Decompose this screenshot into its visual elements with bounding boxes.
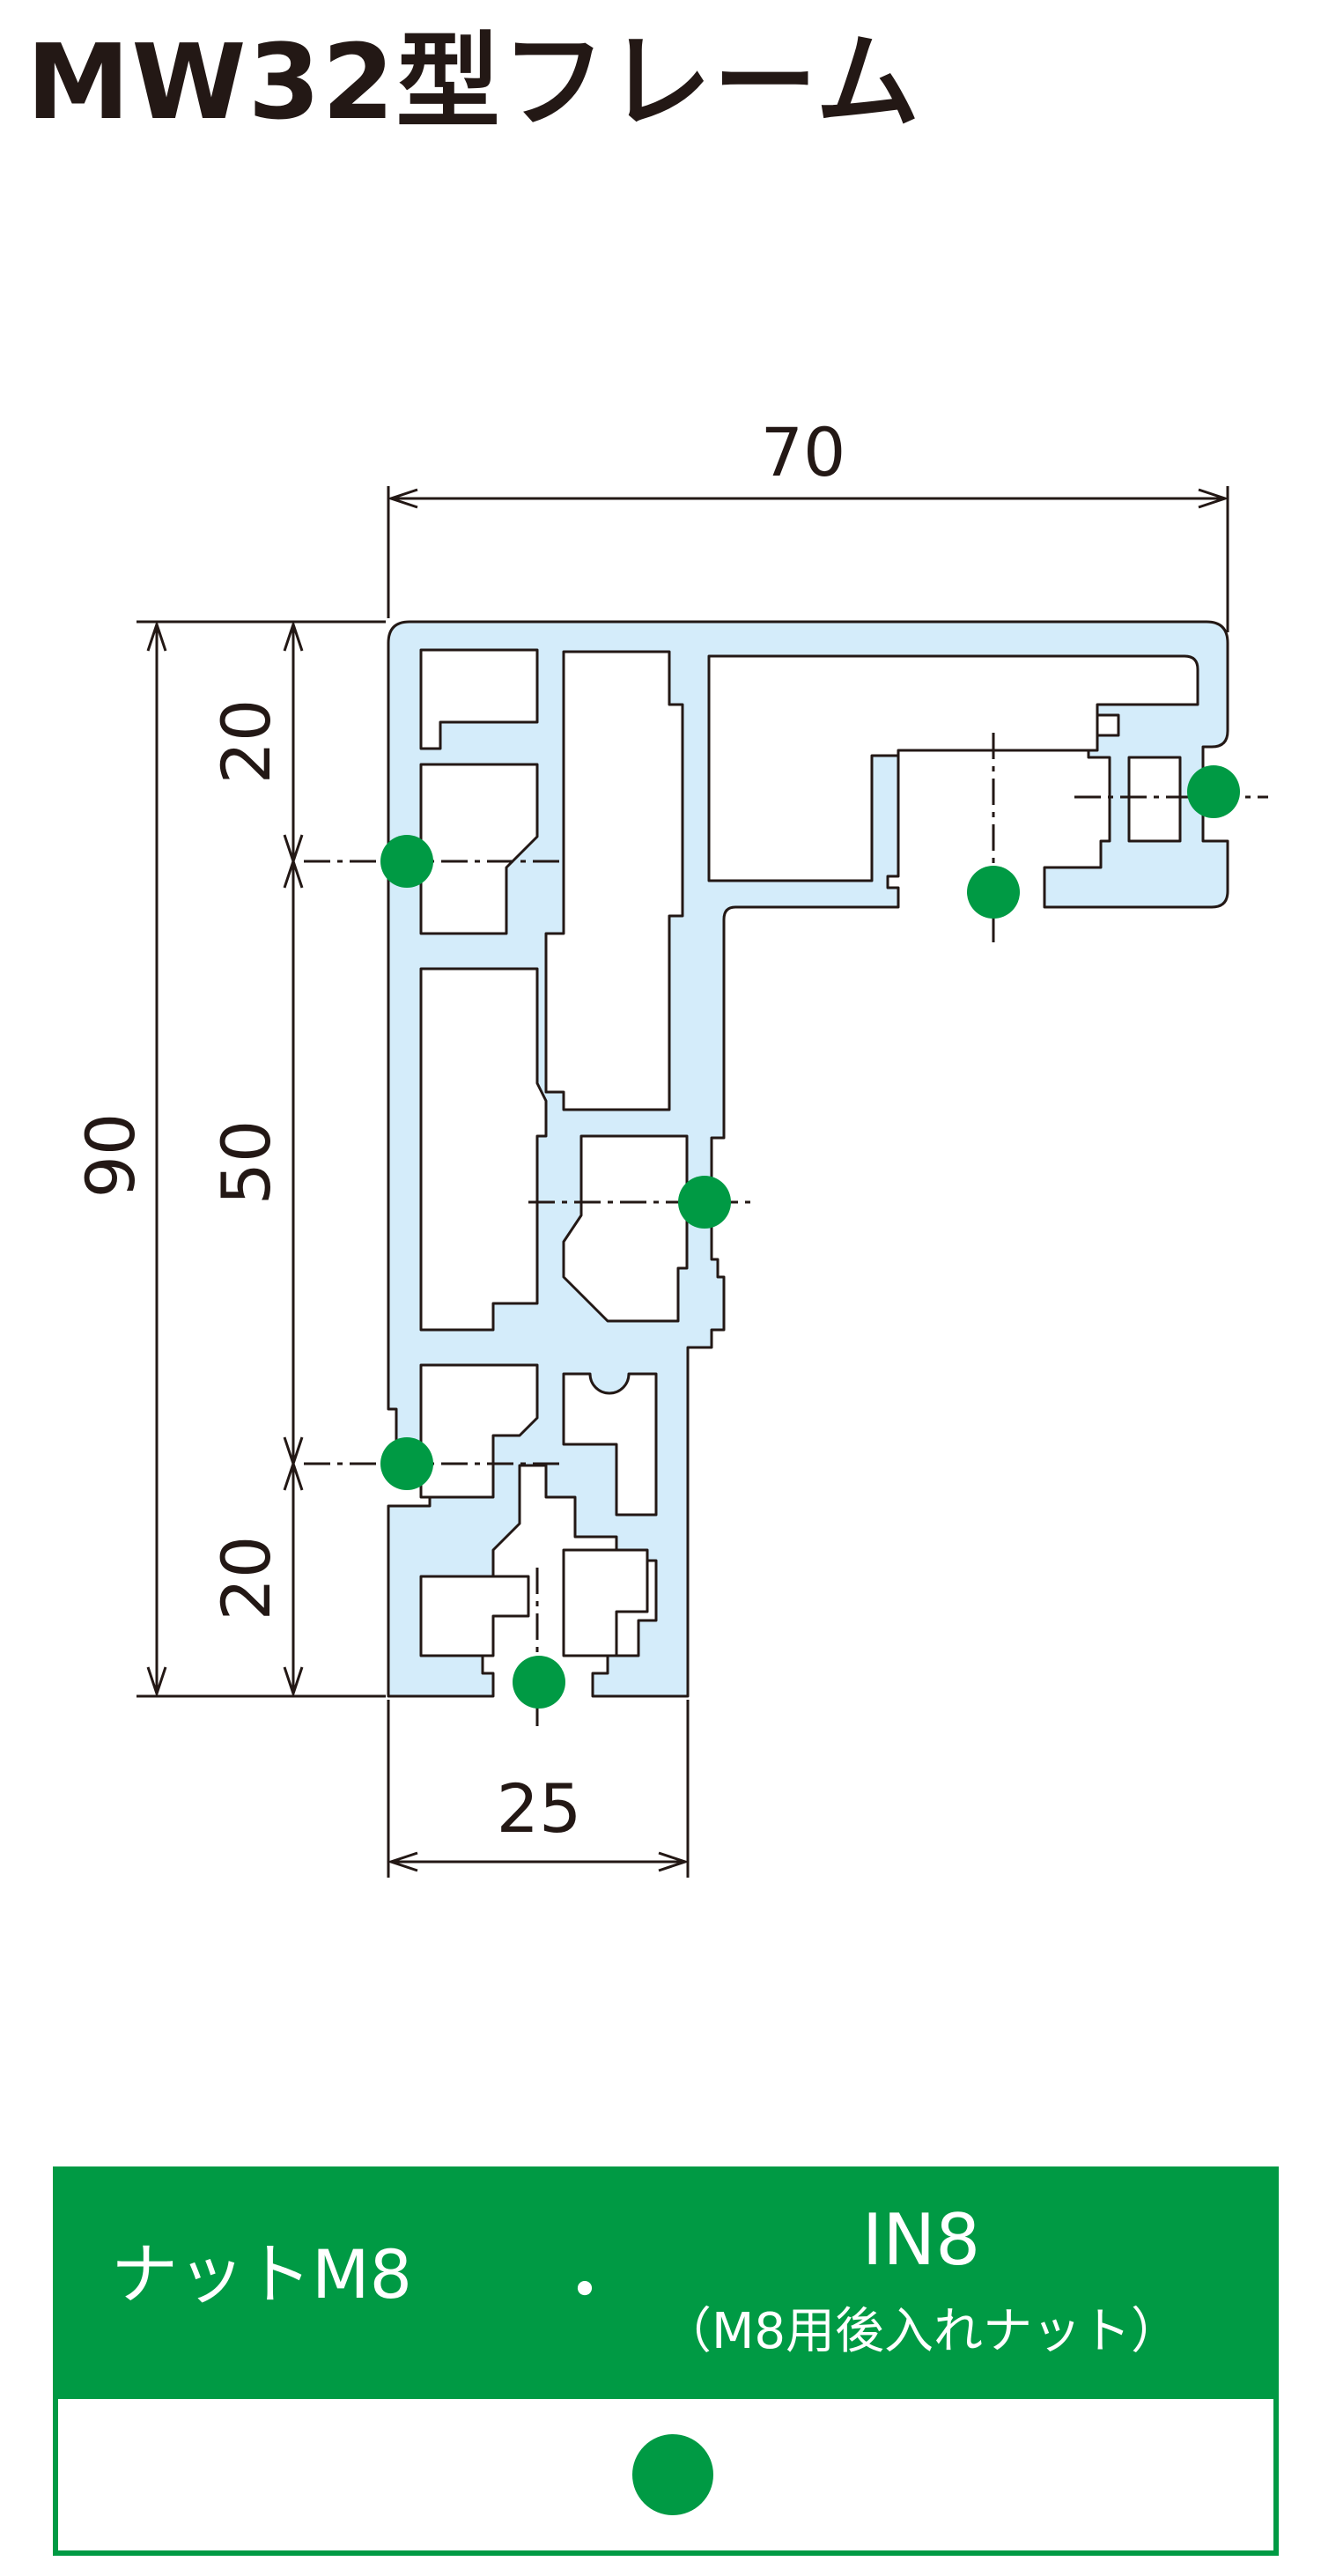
legend-in8-label: IN8 xyxy=(861,2199,981,2281)
dim-bottom-width: 25 xyxy=(497,1769,582,1848)
page-title: MW32型フレーム xyxy=(26,21,922,143)
nut-dot-lower-left xyxy=(380,1437,433,1490)
dim-middle-segment: 50 xyxy=(207,1120,285,1206)
dim-lower-segment: 20 xyxy=(207,1536,285,1621)
hollow-left-large xyxy=(419,967,548,1332)
dim-total-height: 90 xyxy=(71,1113,150,1199)
nut-legend: ナットM8 ・ IN8 （M8用後入れナット） xyxy=(53,2166,1279,2556)
nut-dot-bottom xyxy=(513,1656,565,1709)
legend-in8-subtitle: （M8用後入れナット） xyxy=(662,2303,1180,2360)
legend-header: ナットM8 ・ IN8 （M8用後入れナット） xyxy=(58,2172,1273,2399)
hollow-middle-slot xyxy=(562,1134,689,1323)
dim-upper-segment: 20 xyxy=(207,699,285,785)
aluminium-profile xyxy=(387,620,1229,1698)
hollow-top-right-large xyxy=(707,654,1199,882)
frame-cross-section-diagram: 70 25 90 20 50 20 xyxy=(71,413,1268,1878)
hollow-center-tall xyxy=(544,650,684,1111)
hollow-top-left xyxy=(419,648,539,750)
legend-nut-label: ナットM8 xyxy=(111,2235,412,2314)
dim-top-width: 70 xyxy=(761,413,846,491)
nut-positions xyxy=(380,765,1240,1709)
dimension-lines xyxy=(137,486,1229,1878)
hollow-lower-center xyxy=(562,1372,658,1517)
profile-hollows xyxy=(419,648,1199,1657)
legend-separator: ・ xyxy=(551,2251,618,2329)
hollow-bottom-left-slot xyxy=(419,1575,530,1657)
hollow-bottom-right-slot xyxy=(562,1548,649,1657)
nut-dot-middle xyxy=(678,1176,731,1229)
nut-dot-upper-left xyxy=(380,835,433,888)
nut-dot-top-right-lower xyxy=(967,866,1020,919)
legend-body xyxy=(58,2399,1273,2550)
nut-dot-right xyxy=(1187,765,1240,818)
legend-nut-dot xyxy=(632,2434,713,2515)
hollow-right-slot xyxy=(1127,756,1182,843)
hollow-upper-left-slot xyxy=(419,763,539,935)
